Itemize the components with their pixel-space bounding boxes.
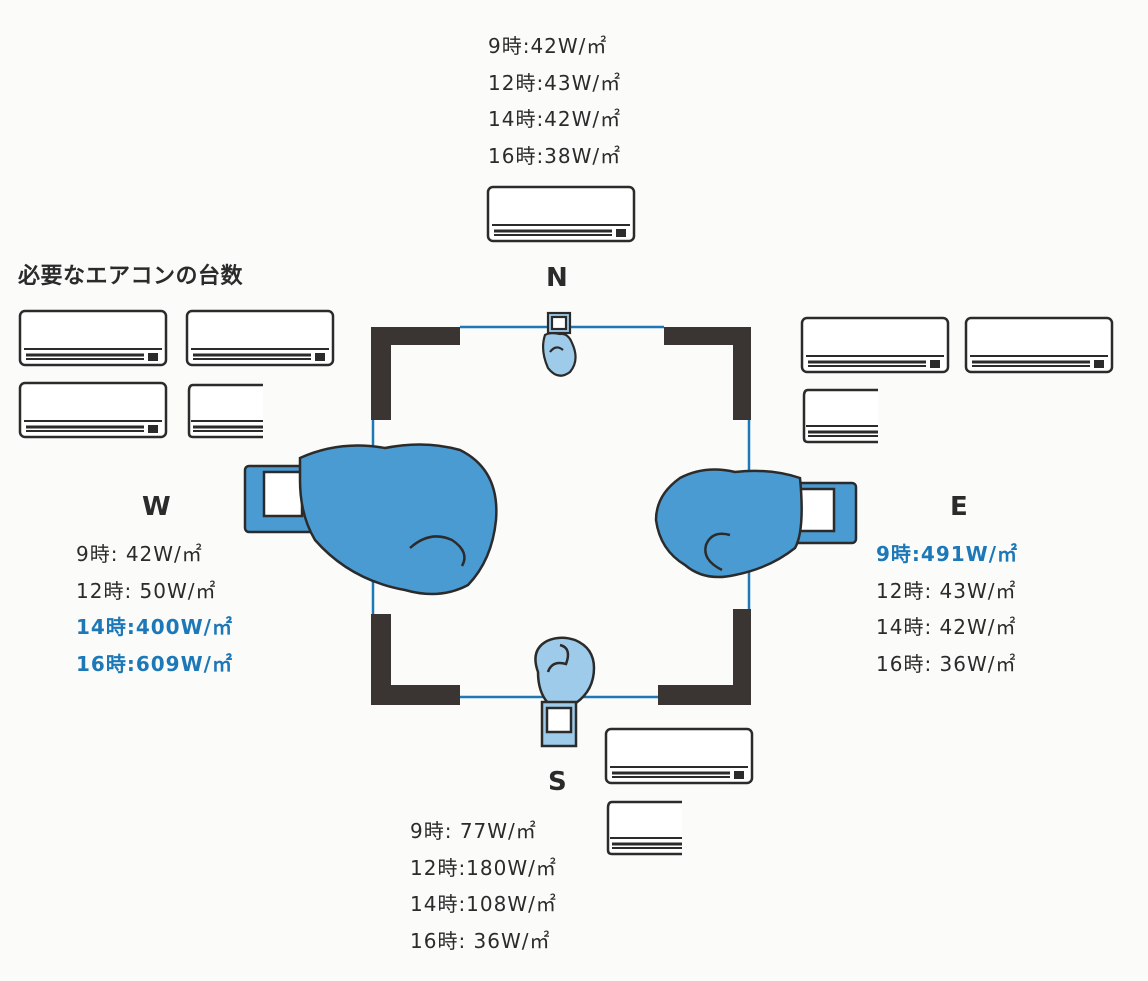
boxing-glove-icon <box>243 443 498 596</box>
heat-load-east-14: 14時: 42W/㎡ <box>876 615 1017 639</box>
direction-label-west: W <box>142 492 171 522</box>
heat-load-south-9: 9時: 77W/㎡ <box>410 819 537 843</box>
heat-load-north-14: 14時:42W/㎡ <box>488 107 622 131</box>
direction-label-east: E <box>950 492 968 522</box>
heat-load-list-east: 9時:491W/㎡ 12時: 43W/㎡ 14時: 42W/㎡ 16時: 36W… <box>876 536 1018 682</box>
boxing-glove-icon <box>541 311 577 377</box>
heat-load-south-14: 14時:108W/㎡ <box>410 892 557 916</box>
heat-load-west-9: 9時: 42W/㎡ <box>76 542 203 566</box>
heat-load-south-16: 16時: 36W/㎡ <box>410 928 551 953</box>
air-conditioner-icon <box>604 727 754 785</box>
heat-load-east-9: 9時:491W/㎡ <box>876 542 1019 566</box>
direction-label-south: S <box>548 767 567 797</box>
air-conditioner-icon <box>18 381 168 439</box>
heat-load-list-north: 9時:42W/㎡ 12時:43W/㎡ 14時:42W/㎡ 16時:38W/㎡ <box>488 28 621 174</box>
air-conditioner-icon <box>606 800 684 856</box>
heat-load-west-14: 14時:400W/㎡ <box>76 615 233 639</box>
air-conditioner-icon <box>800 316 950 374</box>
air-conditioner-icon <box>802 388 880 444</box>
direction-label-north: N <box>546 263 568 293</box>
air-conditioner-icon <box>187 383 265 439</box>
heat-load-east-12: 12時: 43W/㎡ <box>876 578 1017 603</box>
heat-load-list-west: 9時: 42W/㎡ 12時: 50W/㎡ 14時:400W/㎡ 16時:609W… <box>76 536 233 682</box>
boxing-glove-icon <box>654 468 858 579</box>
heat-load-list-south: 9時: 77W/㎡ 12時:180W/㎡ 14時:108W/㎡ 16時: 36W… <box>410 813 557 959</box>
heat-load-west-16: 16時:609W/㎡ <box>76 651 233 676</box>
heat-load-north-16: 16時:38W/㎡ <box>488 143 622 168</box>
heat-load-north-12: 12時:43W/㎡ <box>488 70 622 95</box>
air-conditioner-icon <box>964 316 1114 374</box>
heat-load-west-12: 12時: 50W/㎡ <box>76 578 217 603</box>
heat-load-south-12: 12時:180W/㎡ <box>410 855 557 880</box>
ac-count-title: 必要なエアコンの台数 <box>18 264 244 289</box>
air-conditioner-icon <box>185 309 335 367</box>
heat-load-east-16: 16時: 36W/㎡ <box>876 651 1017 676</box>
room-walls <box>371 327 751 705</box>
heat-load-north-9: 9時:42W/㎡ <box>488 34 608 58</box>
boxing-glove-icon <box>534 636 596 748</box>
air-conditioner-icon <box>486 185 636 243</box>
air-conditioner-icon <box>18 309 168 367</box>
